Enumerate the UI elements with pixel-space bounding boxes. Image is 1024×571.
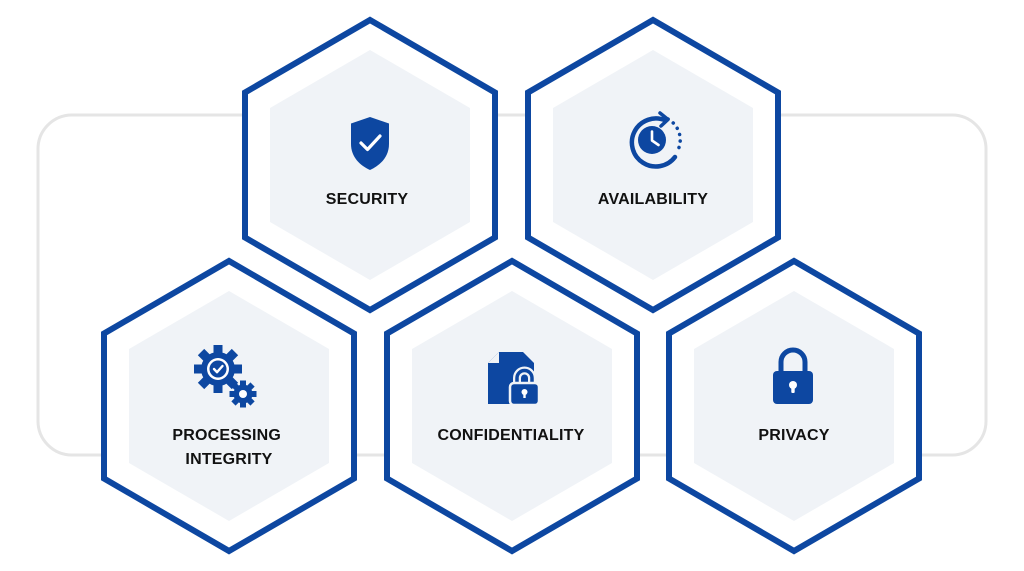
hexagon-processing-integrity: PROCESSING INTEGRITY [101, 257, 357, 555]
hexagon-label: CONFIDENTIALITY [438, 427, 585, 444]
hexagon-label: PROCESSING INTEGRITY [172, 427, 285, 468]
hexagon-label-line2: INTEGRITY [185, 451, 272, 468]
hexagon-privacy: PRIVACY [666, 257, 922, 555]
hexagon-inner [694, 291, 894, 521]
gears-check-icon [194, 345, 257, 408]
clock-refresh-icon [629, 111, 682, 169]
hexagon-availability: AVAILABILITY [525, 16, 781, 314]
hexagon-label: PRIVACY [758, 427, 829, 444]
padlock-icon [773, 347, 813, 404]
file-lock-icon [488, 352, 541, 407]
hexagon-confidentiality: CONFIDENTIALITY [384, 257, 640, 555]
shield-check-icon [351, 117, 389, 170]
hexagon-label: SECURITY [326, 191, 409, 208]
hexagon-security: SECURITY [242, 16, 498, 314]
hexagon-label: AVAILABILITY [598, 191, 708, 208]
hexagon-inner [129, 291, 329, 521]
hexagon-inner [412, 291, 612, 521]
hexagon-label-line1: PROCESSING [172, 427, 281, 444]
